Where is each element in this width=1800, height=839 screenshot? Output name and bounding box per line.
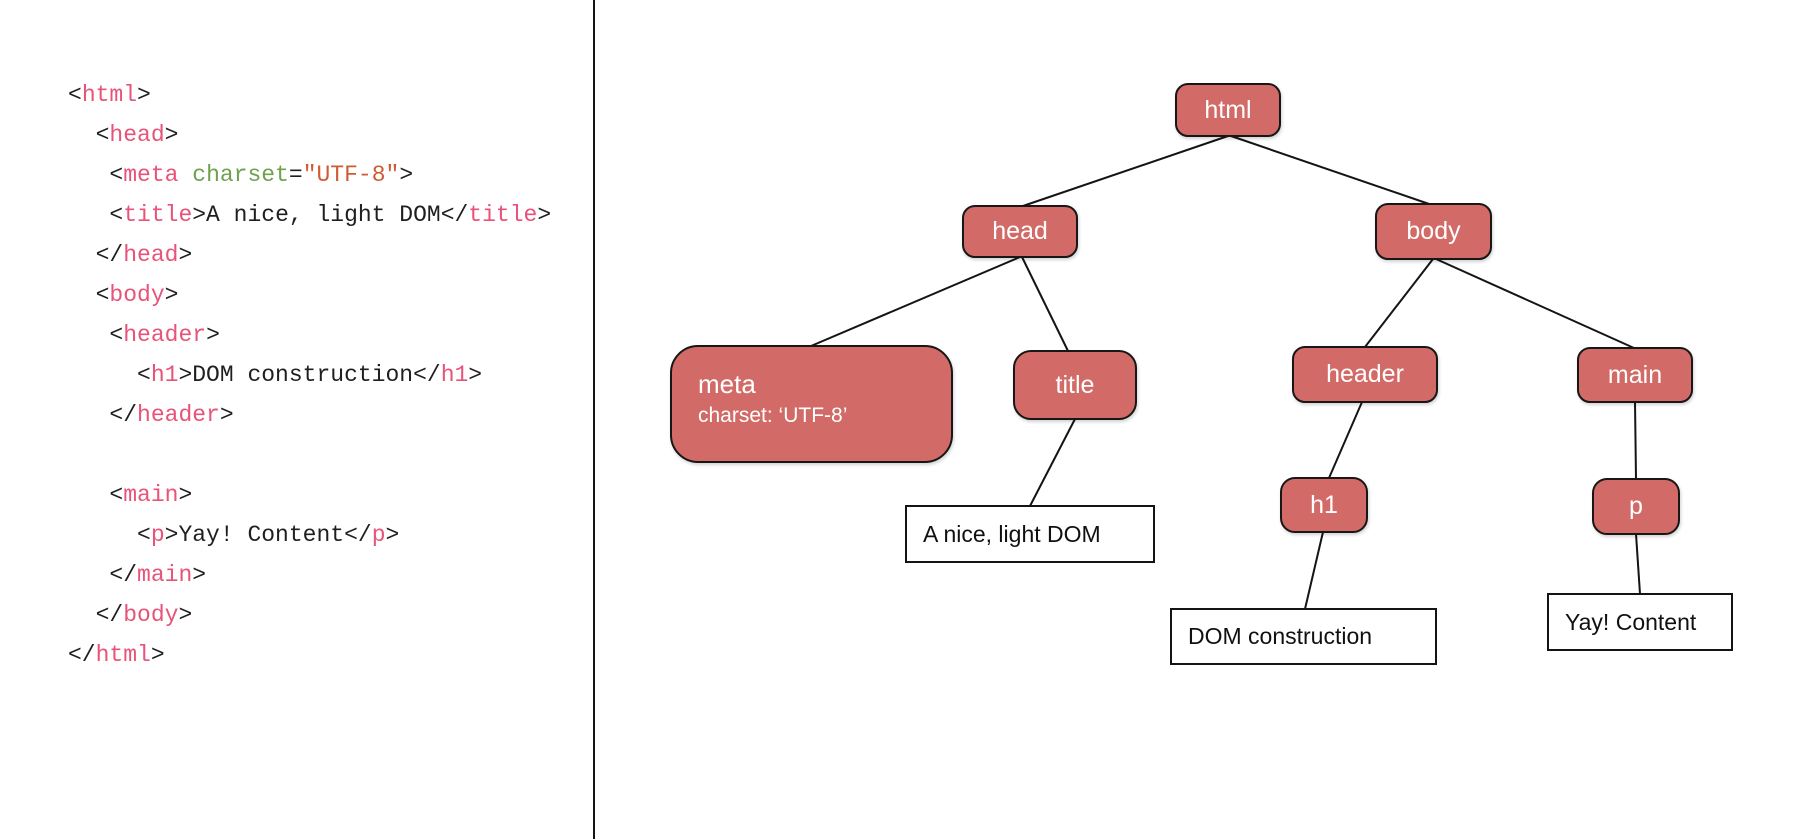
code-token-plain: >A nice, light DOM</ [192, 202, 469, 228]
code-block: <html> <head> <meta charset="UTF-8"> <ti… [68, 75, 551, 675]
code-token-tag: title [468, 202, 538, 228]
pane-divider [593, 0, 595, 839]
code-token-plain: </ [95, 602, 124, 628]
tree-node-header: header [1292, 346, 1438, 403]
tree-node-main: main [1577, 347, 1693, 403]
code-token-plain: >DOM construction</ [178, 362, 441, 388]
code-token-tag: main [123, 482, 179, 508]
text-node-p-content: Yay! Content [1547, 593, 1733, 651]
code-token-plain: > [178, 602, 193, 628]
code-token-tag: html [81, 82, 138, 108]
code-token-plain: > [206, 322, 220, 348]
node-label: head [992, 217, 1048, 245]
code-token-plain: < [137, 362, 151, 388]
text-node-h1-content: DOM construction [1170, 608, 1437, 665]
code-token-tag: body [123, 602, 179, 628]
tree-node-head: head [962, 205, 1078, 258]
tree-edge [1019, 135, 1229, 208]
code-token-plain: > [399, 162, 414, 188]
code-token-plain: > [178, 482, 193, 508]
code-token-tag: html [95, 642, 151, 668]
code-token-tag: body [109, 282, 165, 308]
code-token-tag: head [123, 242, 179, 268]
code-token-plain: < [109, 482, 124, 508]
code-token-attr: charset [192, 162, 289, 188]
code-token-plain: </ [109, 402, 138, 428]
tree-node-html: html [1175, 83, 1281, 137]
node-label: body [1406, 217, 1461, 245]
text-node-label: A nice, light DOM [923, 520, 1101, 547]
code-token-tag: p [150, 522, 165, 548]
code-token-plain: </ [109, 562, 138, 588]
code-token-plain: </ [95, 242, 124, 268]
tree-edge [1230, 135, 1433, 206]
tree-edge [1304, 531, 1324, 610]
tree-node-p: p [1592, 478, 1680, 535]
node-label: html [1204, 95, 1252, 124]
code-token-plain: < [109, 162, 124, 188]
code-token-plain: > [150, 642, 165, 668]
code-token-plain: < [109, 322, 124, 348]
code-pane: <html> <head> <meta charset="UTF-8"> <ti… [0, 0, 593, 839]
code-token-plain: > [385, 522, 400, 548]
code-token-plain: >Yay! Content</ [164, 522, 372, 548]
text-node-label: Yay! Content [1565, 608, 1697, 635]
code-token-tag: p [371, 522, 386, 548]
tree-edge [1021, 256, 1069, 352]
tree-node-body: body [1375, 203, 1492, 260]
code-token-plain: = [288, 162, 303, 188]
tree-edge [1634, 401, 1637, 480]
code-token-plain: > [468, 362, 483, 388]
code-token-plain: > [137, 82, 151, 108]
code-token-tag: h1 [440, 362, 469, 388]
tree-node-title: title [1013, 350, 1137, 420]
node-attribute-label: charset: ‘UTF-8’ [698, 404, 848, 427]
code-token-plain: < [137, 522, 151, 548]
tree-edge [1435, 258, 1635, 349]
code-token-tag: header [123, 322, 207, 348]
node-label: main [1607, 360, 1663, 389]
tree-edge [1328, 401, 1363, 479]
code-token-plain: < [95, 282, 110, 308]
tree-edge [810, 256, 1021, 347]
code-token-plain: < [68, 82, 82, 108]
node-label: title [1055, 370, 1095, 399]
code-token-value: "UTF-8" [302, 162, 400, 188]
node-label: meta [698, 369, 756, 399]
code-token-tag: meta [123, 162, 179, 188]
node-label: header [1326, 360, 1404, 388]
tree-node-meta: meta charset: ‘UTF-8’ [670, 345, 953, 463]
code-token-tag: h1 [150, 362, 179, 388]
code-token-tag: main [137, 562, 193, 588]
tree-edge [1029, 418, 1076, 507]
code-token-plain: < [109, 202, 124, 228]
tree-edge [1364, 258, 1434, 348]
code-token-plain: > [192, 562, 207, 588]
text-node-title-content: A nice, light DOM [905, 505, 1155, 563]
code-token-plain: > [178, 242, 193, 268]
code-token-tag: title [123, 202, 193, 228]
code-token-plain: < [95, 122, 110, 148]
code-token-plain: > [164, 282, 179, 308]
tree-node-h1: h1 [1280, 477, 1368, 533]
code-token-tag: header [137, 402, 220, 428]
code-token-tag: head [109, 122, 165, 148]
code-token-plain: > [164, 122, 179, 148]
code-token-plain: > [219, 402, 234, 428]
text-node-label: DOM construction [1188, 623, 1373, 649]
code-token-plain: </ [68, 642, 96, 668]
code-token-plain: > [537, 202, 552, 228]
node-label: p [1629, 492, 1643, 520]
node-label: h1 [1310, 490, 1338, 519]
tree-edge [1635, 533, 1641, 595]
